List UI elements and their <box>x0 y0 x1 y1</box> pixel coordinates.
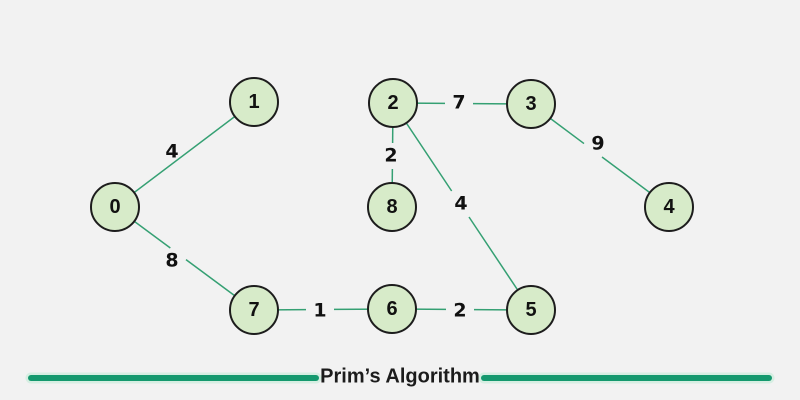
edge-weight-2-3: 7 <box>452 91 466 114</box>
edge-weight-0-7: 8 <box>165 249 179 272</box>
edge-weight-7-6: 1 <box>313 299 327 322</box>
graph-node-8: 8 <box>367 182 417 232</box>
graph-node-2: 2 <box>368 78 418 128</box>
title-rule-right-icon <box>481 375 772 381</box>
graph-node-0: 0 <box>90 182 140 232</box>
graph-node-7: 7 <box>229 285 279 335</box>
graph-node-5: 5 <box>506 285 556 335</box>
title-rule-left-icon <box>28 375 319 381</box>
graph-edge-0-1 <box>114 101 255 208</box>
graph-node-1: 1 <box>229 77 279 127</box>
graph-node-4: 4 <box>644 182 694 232</box>
edge-weight-6-5: 2 <box>453 299 467 322</box>
graph-node-3: 3 <box>506 79 556 129</box>
graph-node-6: 6 <box>367 284 417 334</box>
edge-weight-0-1: 4 <box>165 140 179 163</box>
diagram-title: Prim’s Algorithm <box>320 365 480 388</box>
edge-weight-3-4: 9 <box>591 132 605 155</box>
edge-weight-2-8: 2 <box>384 144 398 167</box>
edge-weight-2-5: 4 <box>454 192 468 215</box>
